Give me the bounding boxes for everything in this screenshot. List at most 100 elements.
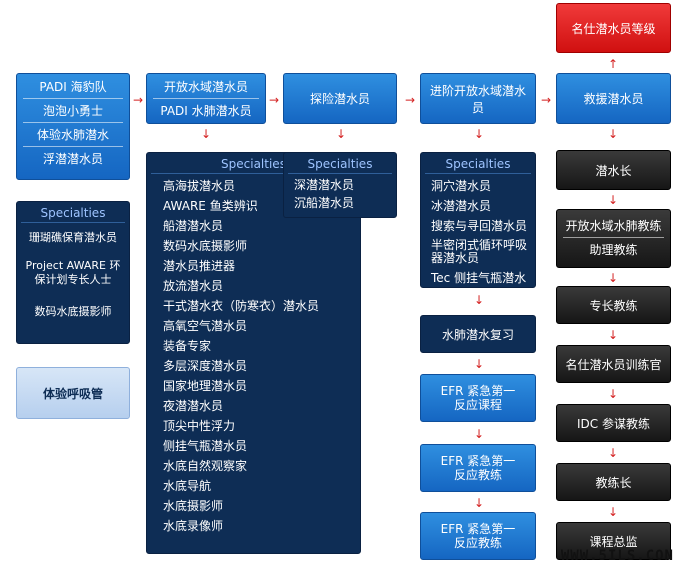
msdt-label: 名仕潜水员训练官 [565, 357, 662, 372]
spec-item: 船潜潜水员 [163, 219, 224, 233]
specialties-title: Specialties [425, 153, 531, 174]
specialty-instructor-box: 专长教练 [556, 286, 671, 324]
spec-item: 放流潜水员 [163, 279, 224, 293]
spec-item: 多层深度潜水员 [163, 359, 248, 373]
master-scuba-diver-label: 名仕潜水员等级 [571, 21, 656, 36]
arrow-right-icon: → [541, 93, 552, 107]
msdt-box: 名仕潜水员训练官 [556, 345, 671, 383]
open-water-label: 开放水域潜水员 [163, 80, 248, 94]
discover-scuba-label: 体验水肺潜水 [36, 128, 109, 142]
spec-item: 冰潜潜水员 [431, 199, 492, 213]
divemaster-box: 潜水长 [556, 150, 671, 190]
advanced-open-water-label: 进阶开放水域潜水员 [429, 83, 526, 115]
rescue-diver-box: 救援潜水员 [556, 73, 671, 124]
spec-item: 水底录像师 [163, 519, 224, 533]
arrow-down-icon: ↓ [608, 505, 619, 519]
efr-course-label: EFR 紧急第一反应课程 [440, 384, 516, 412]
idc-staff-label: IDC 参谋教练 [577, 416, 650, 431]
scuba-diver-label: PADI 水肺潜水员 [160, 104, 252, 118]
specialties-list: 高海拔潜水员 AWARE 鱼类辨识 船潜潜水员 数码水底摄影师 潜水员推进器 放… [147, 174, 360, 536]
spec-item: 国家地理潜水员 [163, 379, 248, 393]
open-water-box: 开放水域潜水员 PADI 水肺潜水员 [146, 73, 266, 124]
spec-item: AWARE 鱼类辨识 [163, 199, 258, 213]
bubblemaker-label: 泡泡小勇士 [42, 104, 103, 118]
specialties-title: Specialties [288, 153, 392, 174]
arrow-down-icon: ↓ [201, 127, 212, 141]
arrow-right-icon: → [405, 93, 416, 107]
master-instructor-label: 教练长 [595, 475, 632, 490]
spec-item: 洞穴潜水员 [431, 179, 492, 193]
advanced-open-water-box: 进阶开放水域潜水员 [420, 73, 536, 124]
spec-item: 高氧空气潜水员 [163, 319, 248, 333]
adventure-diver-label: 探险潜水员 [309, 92, 370, 106]
efr-instructor-box-2: EFR 紧急第一反应教练 [420, 512, 536, 560]
efr-instructor-label: EFR 紧急第一反应教练 [440, 522, 516, 550]
discover-snorkel-box: 体验呼吸管 [16, 367, 130, 419]
specialties-box-3: Specialties 深潜潜水员 沉船潜水员 [283, 152, 397, 218]
arrow-down-icon: ↓ [474, 427, 485, 441]
spec-item: 高海拔潜水员 [163, 179, 236, 193]
spec-item: Project AWARE 环保计划专长人士 [25, 259, 121, 286]
arrow-down-icon: ↓ [608, 193, 619, 207]
spec-item: 搜索与寻回潜水员 [431, 219, 528, 233]
spec-item: 水底自然观察家 [163, 459, 248, 473]
master-scuba-diver-box: 名仕潜水员等级 [556, 3, 671, 53]
specialties-box-1: Specialties 珊瑚礁保育潜水员 Project AWARE 环保计划专… [16, 201, 130, 344]
arrow-down-icon: ↓ [474, 357, 485, 371]
arrow-right-icon: → [269, 93, 280, 107]
snorkel-diver-label: 浮潜潜水员 [42, 152, 103, 166]
discover-snorkel-label: 体验呼吸管 [42, 386, 103, 401]
assistant-instructor-box: 开放水域水肺教练 助理教练 [556, 209, 671, 268]
divemaster-label: 潜水长 [595, 163, 632, 178]
spec-item: 半密闭式循环呼吸器潜水员 [431, 238, 528, 265]
arrow-down-icon: ↓ [474, 127, 485, 141]
arrow-down-icon: ↓ [608, 271, 619, 285]
arrow-down-icon: ↓ [474, 496, 485, 510]
idc-staff-box: IDC 参谋教练 [556, 404, 671, 442]
spec-item: 水底导航 [163, 479, 212, 493]
ow-instructor-label: 开放水域水肺教练 [565, 219, 662, 233]
spec-item: 干式潜水衣（防寒衣）潜水员 [163, 299, 320, 313]
arrow-down-icon: ↓ [336, 127, 347, 141]
efr-instructor-box-1: EFR 紧急第一反应教练 [420, 444, 536, 492]
spec-item: 深潜潜水员 [294, 178, 355, 192]
seal-team-label: PADI 海豹队 [39, 80, 107, 94]
adventure-diver-box: 探险潜水员 [283, 73, 397, 124]
efr-instructor-label: EFR 紧急第一反应教练 [440, 454, 516, 482]
specialties-box-2: Specialties 高海拔潜水员 AWARE 鱼类辨识 船潜潜水员 数码水底… [146, 152, 361, 554]
arrow-down-icon: ↓ [608, 387, 619, 401]
master-instructor-box: 教练长 [556, 463, 671, 501]
spec-item: 装备专家 [163, 339, 212, 353]
assistant-instructor-label: 助理教练 [589, 243, 638, 257]
arrow-down-icon: ↓ [608, 446, 619, 460]
watermark: WWW.5ILS.CON [560, 548, 674, 564]
spec-item: 顶尖中性浮力 [163, 419, 236, 433]
spec-item: 数码水底摄影师 [34, 305, 112, 318]
spec-item: 侧挂气瓶潜水员 [163, 439, 248, 453]
course-director-label: 课程总监 [589, 534, 638, 549]
arrow-down-icon: ↓ [608, 127, 619, 141]
efr-course-box: EFR 紧急第一反应课程 [420, 374, 536, 422]
scuba-review-box: 水肺潜水复习 [420, 315, 536, 353]
spec-item: 夜潜潜水员 [163, 399, 224, 413]
specialty-instructor-label: 专长教练 [589, 298, 638, 313]
arrow-down-icon: ↓ [608, 328, 619, 342]
specialties-title: Specialties [21, 202, 125, 223]
spec-item: 数码水底摄影师 [163, 239, 248, 253]
specialties-box-4: Specialties 洞穴潜水员 冰潜潜水员 搜索与寻回潜水员 半密闭式循环呼… [420, 152, 536, 305]
specialties-list: 洞穴潜水员 冰潜潜水员 搜索与寻回潜水员 半密闭式循环呼吸器潜水员 Tec 侧挂… [421, 174, 535, 308]
spec-item: 潜水员推进器 [163, 259, 236, 273]
spec-item: Tec 侧挂气瓶潜水员 [431, 271, 527, 305]
spec-item: 水底摄影师 [163, 499, 224, 513]
specialties-title: Specialties [151, 153, 356, 174]
course-director-box: 课程总监 [556, 522, 671, 560]
specialties-list: 深潜潜水员 沉船潜水员 [284, 174, 396, 212]
arrow-up-icon: ↑ [608, 57, 619, 71]
spec-item: 珊瑚礁保育潜水员 [29, 231, 117, 244]
arrow-right-icon: → [133, 93, 144, 107]
spec-item: 沉船潜水员 [294, 196, 355, 210]
rescue-diver-label: 救援潜水员 [583, 92, 644, 106]
scuba-review-label: 水肺潜水复习 [441, 327, 514, 342]
entry-level-box: PADI 海豹队 泡泡小勇士 体验水肺潜水 浮潜潜水员 [16, 73, 130, 180]
arrow-down-icon: ↓ [474, 293, 485, 307]
